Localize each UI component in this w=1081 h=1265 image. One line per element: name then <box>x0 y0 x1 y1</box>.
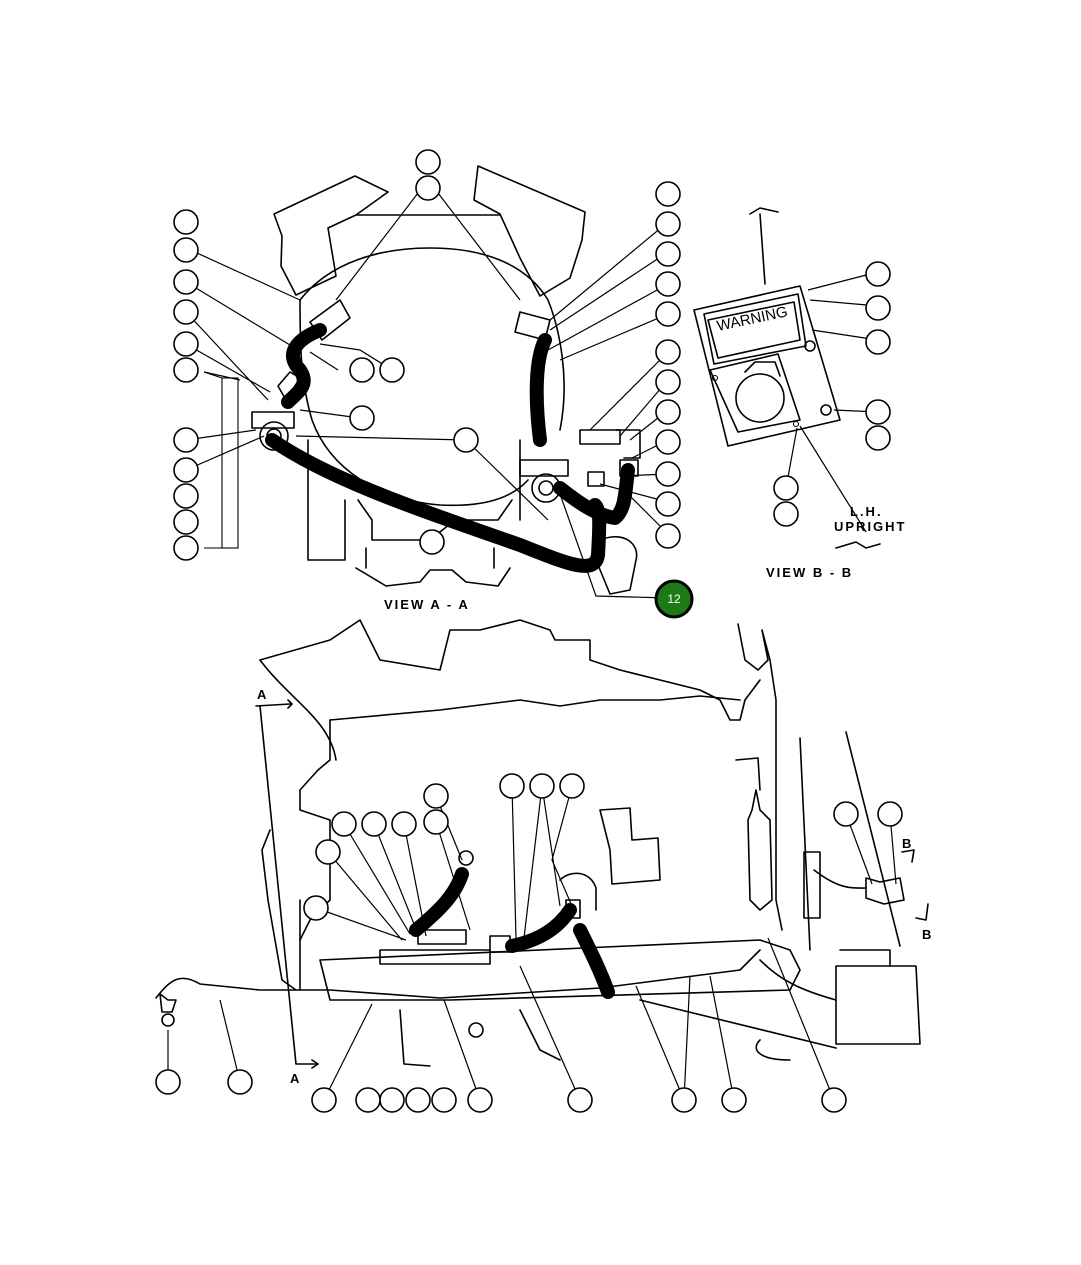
callout-bubble[interactable] <box>655 461 681 487</box>
callout-bubble[interactable] <box>655 181 681 207</box>
callout-bubbles <box>155 149 903 1113</box>
callout-bubble[interactable] <box>499 773 525 799</box>
callout-bubble[interactable] <box>173 299 199 325</box>
callout-bubble[interactable] <box>877 801 903 827</box>
callout-bubble[interactable] <box>173 237 199 263</box>
warning-plate-label: WARNING <box>715 303 789 335</box>
callout-bubble[interactable] <box>655 399 681 425</box>
callout-bubble[interactable] <box>655 369 681 395</box>
callout-bubble[interactable] <box>567 1087 593 1113</box>
callout-bubble[interactable] <box>173 483 199 509</box>
callout-bubble[interactable] <box>315 839 341 865</box>
callout-bubble[interactable] <box>349 357 375 383</box>
callout-bubble[interactable] <box>423 809 449 835</box>
callout-bubble[interactable] <box>529 773 555 799</box>
callout-bubble[interactable] <box>655 271 681 297</box>
callout-bubble[interactable] <box>311 1087 337 1113</box>
callout-bubble[interactable] <box>821 1087 847 1113</box>
view-a-a-drawing <box>203 165 641 595</box>
callout-bubble[interactable] <box>227 1069 253 1095</box>
upright-label: UPRIGHT <box>834 519 907 534</box>
lh-label: L.H. <box>850 504 883 519</box>
callout-bubble[interactable] <box>773 475 799 501</box>
callout-bubble[interactable] <box>173 209 199 235</box>
callout-bubble[interactable] <box>423 783 449 809</box>
callout-bubble[interactable] <box>833 801 859 827</box>
callout-bubble[interactable] <box>559 773 585 799</box>
callout-bubble[interactable] <box>865 399 891 425</box>
callout-bubble[interactable] <box>865 425 891 451</box>
section-mark-a-bottom: A <box>290 1071 301 1086</box>
callout-bubble[interactable] <box>349 405 375 431</box>
callout-bubble[interactable] <box>655 523 681 549</box>
highlighted-callout-circle[interactable] <box>654 579 694 619</box>
callout-bubble[interactable] <box>331 811 357 837</box>
highlighted-callout-number: 12 <box>667 592 681 606</box>
callout-bubble[interactable] <box>419 529 445 555</box>
callout-bubble[interactable] <box>865 329 891 355</box>
view-a-a-label: VIEW A - A <box>384 597 470 612</box>
callout-bubble[interactable] <box>303 895 329 921</box>
callout-bubble[interactable] <box>671 1087 697 1113</box>
callout-bubble[interactable] <box>415 175 441 201</box>
callout-bubble[interactable] <box>173 331 199 357</box>
callout-bubble[interactable] <box>173 427 199 453</box>
callout-bubble[interactable] <box>361 811 387 837</box>
callout-bubble[interactable] <box>655 301 681 327</box>
callout-bubble[interactable] <box>391 811 417 837</box>
callout-bubble[interactable] <box>655 339 681 365</box>
callout-bubble[interactable] <box>379 1087 405 1113</box>
callout-bubble[interactable] <box>155 1069 181 1095</box>
callout-bubble[interactable] <box>173 509 199 535</box>
callout-bubble[interactable] <box>173 357 199 383</box>
callout-bubble[interactable] <box>865 261 891 287</box>
callout-bubble[interactable] <box>721 1087 747 1113</box>
callout-bubble[interactable] <box>467 1087 493 1113</box>
callout-bubble[interactable] <box>655 241 681 267</box>
side-view-drawing <box>155 619 929 1069</box>
leader-lines <box>167 179 897 1101</box>
section-mark-b-bottom: B <box>922 927 933 942</box>
section-mark-b-top: B <box>902 836 913 851</box>
callout-bubble[interactable] <box>415 149 441 175</box>
callout-bubble[interactable] <box>453 427 479 453</box>
callout-bubble[interactable] <box>655 491 681 517</box>
callout-bubble[interactable] <box>173 535 199 561</box>
callout-bubble[interactable] <box>379 357 405 383</box>
callout-bubble[interactable] <box>655 211 681 237</box>
highlighted-callout[interactable]: 12 <box>654 579 694 619</box>
callout-bubble[interactable] <box>865 295 891 321</box>
callout-bubble[interactable] <box>655 429 681 455</box>
callout-bubble[interactable] <box>173 269 199 295</box>
callout-bubble[interactable] <box>405 1087 431 1113</box>
view-b-b-label: VIEW B - B <box>766 565 853 580</box>
callout-bubble[interactable] <box>431 1087 457 1113</box>
section-mark-a-top: A <box>257 687 268 702</box>
callout-bubble[interactable] <box>773 501 799 527</box>
callout-bubble[interactable] <box>173 457 199 483</box>
callout-bubble[interactable] <box>355 1087 381 1113</box>
